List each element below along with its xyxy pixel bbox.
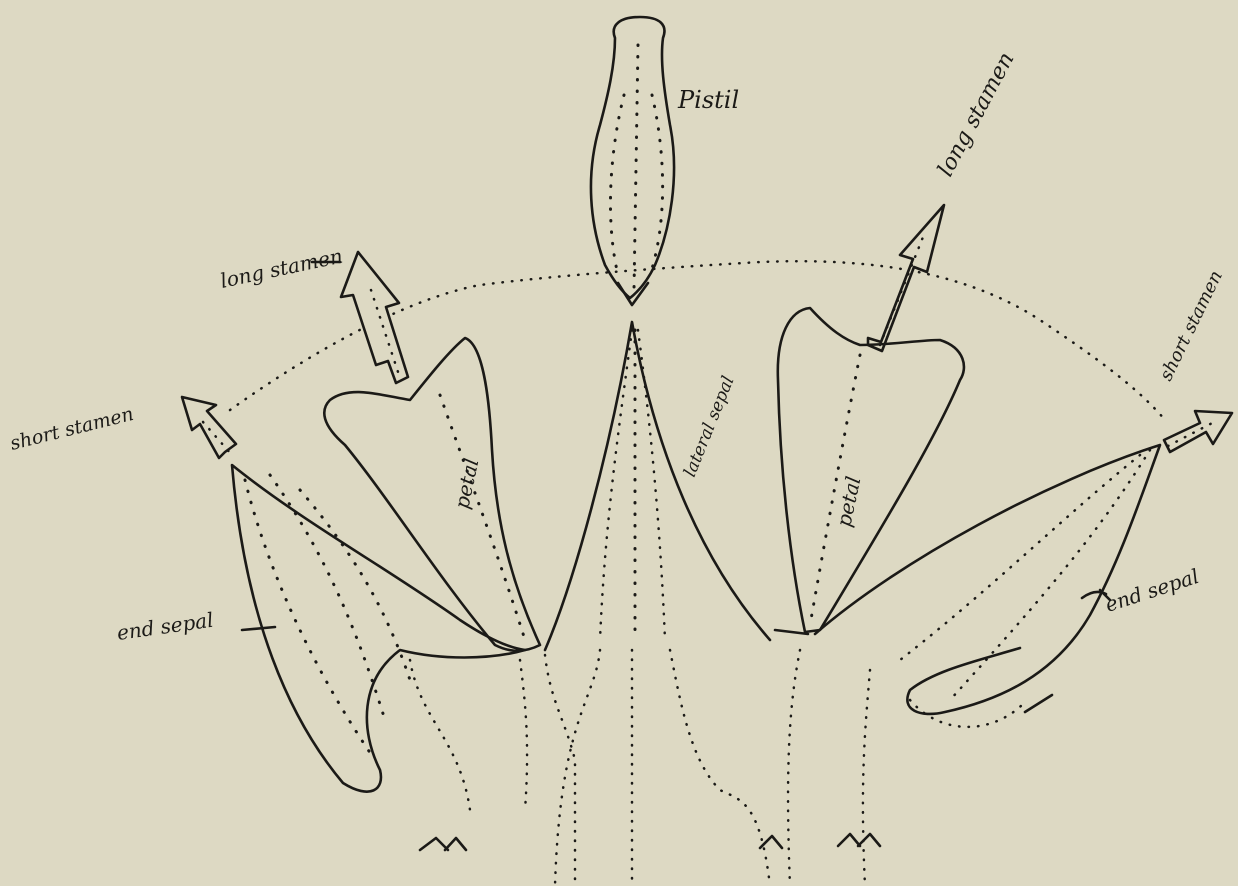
petal-right: [775, 308, 964, 634]
label-end-sepal-right: end sepal: [1102, 564, 1202, 617]
long-stamen-right-arrow: [868, 205, 944, 351]
petal-left: [324, 338, 540, 651]
label-end-sepal-left: end sepal: [115, 608, 215, 645]
label-lateral-sepal: lateral sepal: [680, 373, 739, 480]
label-petal-right: petal: [831, 474, 865, 529]
leader-end-sepal-left: [242, 627, 275, 630]
label-long-stamen-right: long stamen: [933, 48, 1019, 181]
floral-traces: [410, 650, 880, 886]
label-long-stamen-left: long stamen: [218, 244, 345, 293]
label-pistil: Pistil: [677, 86, 739, 114]
pistil: [591, 17, 674, 305]
end-sepal-right: [815, 445, 1160, 727]
label-short-stamen-left: short stamen: [8, 403, 136, 455]
lateral-sepal: [545, 322, 770, 650]
label-short-stamen-right: short stamen: [1156, 267, 1227, 384]
short-stamen-right-arrow: [1164, 411, 1232, 452]
short-stamen-left-arrow: [182, 397, 236, 458]
long-stamen-left-arrow: [341, 252, 408, 383]
